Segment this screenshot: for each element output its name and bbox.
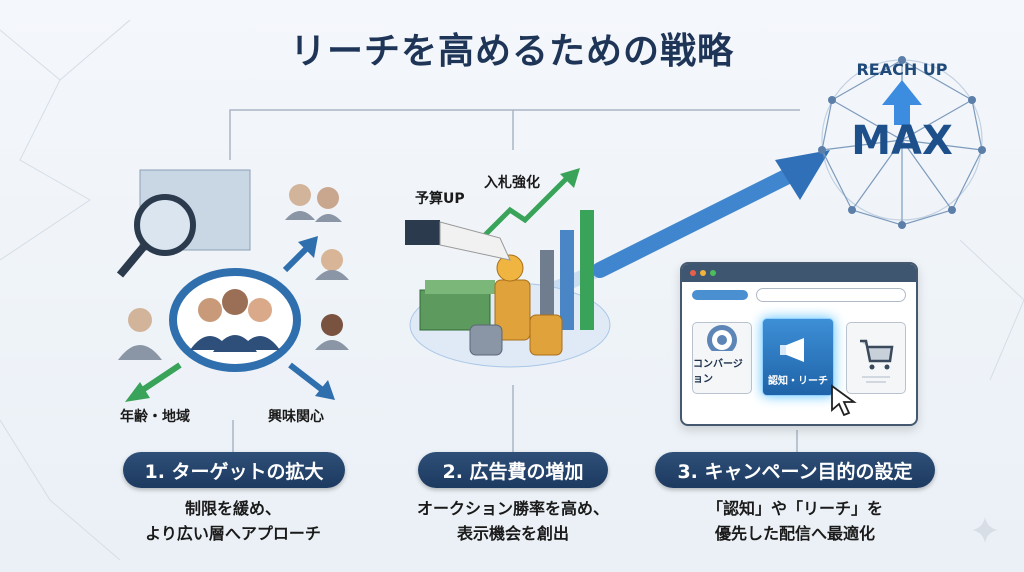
card-label: コンバージョン bbox=[693, 359, 743, 385]
bar-chart-icon bbox=[540, 210, 594, 330]
objective-card-sales[interactable] bbox=[846, 322, 906, 394]
desc-line: オークション勝率を高め、 bbox=[416, 499, 609, 518]
reach-up-max-badge: REACH UP MAX bbox=[812, 40, 992, 230]
page-title: リーチを高めるための戦略 bbox=[289, 31, 734, 72]
desc-line: より広い層へアプローチ bbox=[145, 524, 321, 543]
magnifier-icon bbox=[134, 194, 196, 256]
growth-arrow-icon bbox=[483, 173, 572, 237]
search-bar[interactable] bbox=[756, 288, 906, 302]
money-stack-icon bbox=[419, 280, 495, 331]
cursor-icon bbox=[831, 384, 857, 417]
coins-icon bbox=[469, 279, 563, 356]
label-age-region: 年齢・地域 bbox=[120, 409, 190, 425]
network-globe-icon bbox=[818, 56, 986, 229]
card-label: 認知・リーチ bbox=[768, 376, 828, 387]
objective-card-awareness-reach[interactable]: 認知・リーチ bbox=[762, 318, 834, 396]
hand-icon bbox=[405, 220, 440, 245]
step-3-pill: 3. キャンペーン目的の設定 bbox=[655, 452, 935, 488]
desc-line: 「認知」や「リーチ」を bbox=[706, 499, 883, 518]
browser-window: コンバージョン 認知・リーチ bbox=[680, 262, 918, 426]
reach-up-text: REACH UP bbox=[856, 60, 948, 79]
step-2-pill: 2. 広告費の増加 bbox=[418, 452, 608, 488]
label-interests: 興味関心 bbox=[268, 409, 324, 425]
step-1-description: 制限を緩め、より広い層へアプローチ bbox=[113, 496, 353, 546]
sparkle-icon bbox=[972, 517, 998, 543]
step-2-description: オークション勝率を高め、表示機会を創出 bbox=[383, 496, 643, 546]
step-1-pill: 1. ターゲットの拡大 bbox=[123, 452, 345, 488]
desc-line: 優先した配信へ最適化 bbox=[714, 524, 875, 543]
target-expansion-illustration bbox=[116, 169, 349, 402]
objective-card-conversion[interactable]: コンバージョン bbox=[692, 322, 752, 394]
browser-titlebar bbox=[682, 264, 916, 282]
budget-increase-illustration bbox=[405, 168, 611, 368]
people-icon bbox=[118, 184, 349, 360]
megaphone-icon bbox=[780, 338, 804, 362]
browser-button[interactable] bbox=[692, 290, 748, 300]
label-budget-up: 予算UP bbox=[415, 191, 465, 207]
target-icon bbox=[707, 325, 737, 351]
max-text: MAX bbox=[851, 118, 953, 164]
label-bid-strengthen: 入札強化 bbox=[484, 175, 540, 191]
cart-icon bbox=[860, 339, 894, 383]
step-3-description: 「認知」や「リーチ」を優先した配信へ最適化 bbox=[665, 496, 925, 546]
desc-line: 制限を緩め、 bbox=[184, 499, 281, 518]
desc-line: 表示機会を創出 bbox=[456, 524, 569, 543]
coin-icon bbox=[496, 254, 524, 282]
